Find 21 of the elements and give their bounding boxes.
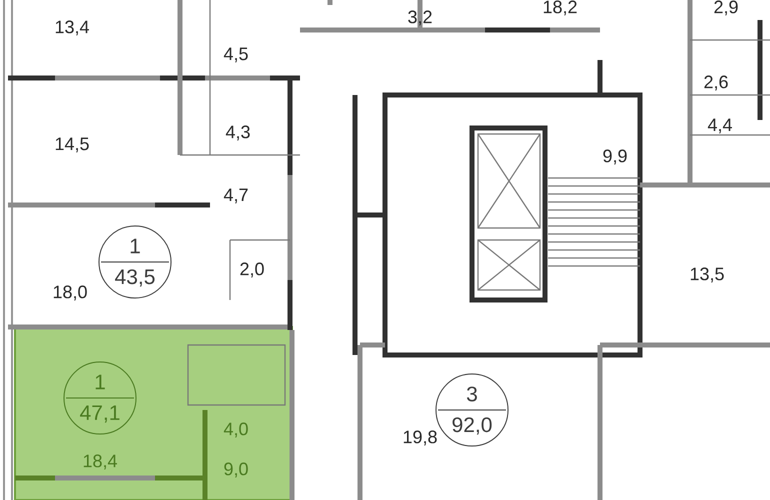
room-area: 4,7 — [224, 188, 248, 204]
apartment-highlight — [14, 326, 293, 500]
room-area: 2,6 — [704, 76, 728, 90]
room-area: 4,3 — [226, 126, 250, 140]
room-area: 2,9 — [714, 0, 738, 16]
room-area: 19,8 — [404, 430, 437, 446]
room-area: 2,0 — [240, 262, 264, 278]
room-area: 4,4 — [708, 118, 732, 134]
room-area: 14,5 — [56, 138, 89, 152]
apartment-badge: 1 47,1 — [64, 362, 136, 434]
room-area: 9,0 — [224, 462, 248, 478]
room-area: 18,4 — [84, 454, 117, 470]
apartment-badge: 1 43,5 — [98, 226, 172, 298]
room-area: 4,0 — [224, 422, 248, 438]
room-area: 13,5 — [690, 268, 724, 282]
room-area: 13,4 — [56, 20, 89, 36]
room-area: 18,2 — [544, 0, 577, 16]
apartment-badge: 3 92,0 — [436, 374, 508, 446]
room-area: 3,2 — [408, 10, 432, 26]
room-area: 9,9 — [603, 150, 627, 164]
room-area: 4,5 — [224, 48, 248, 62]
